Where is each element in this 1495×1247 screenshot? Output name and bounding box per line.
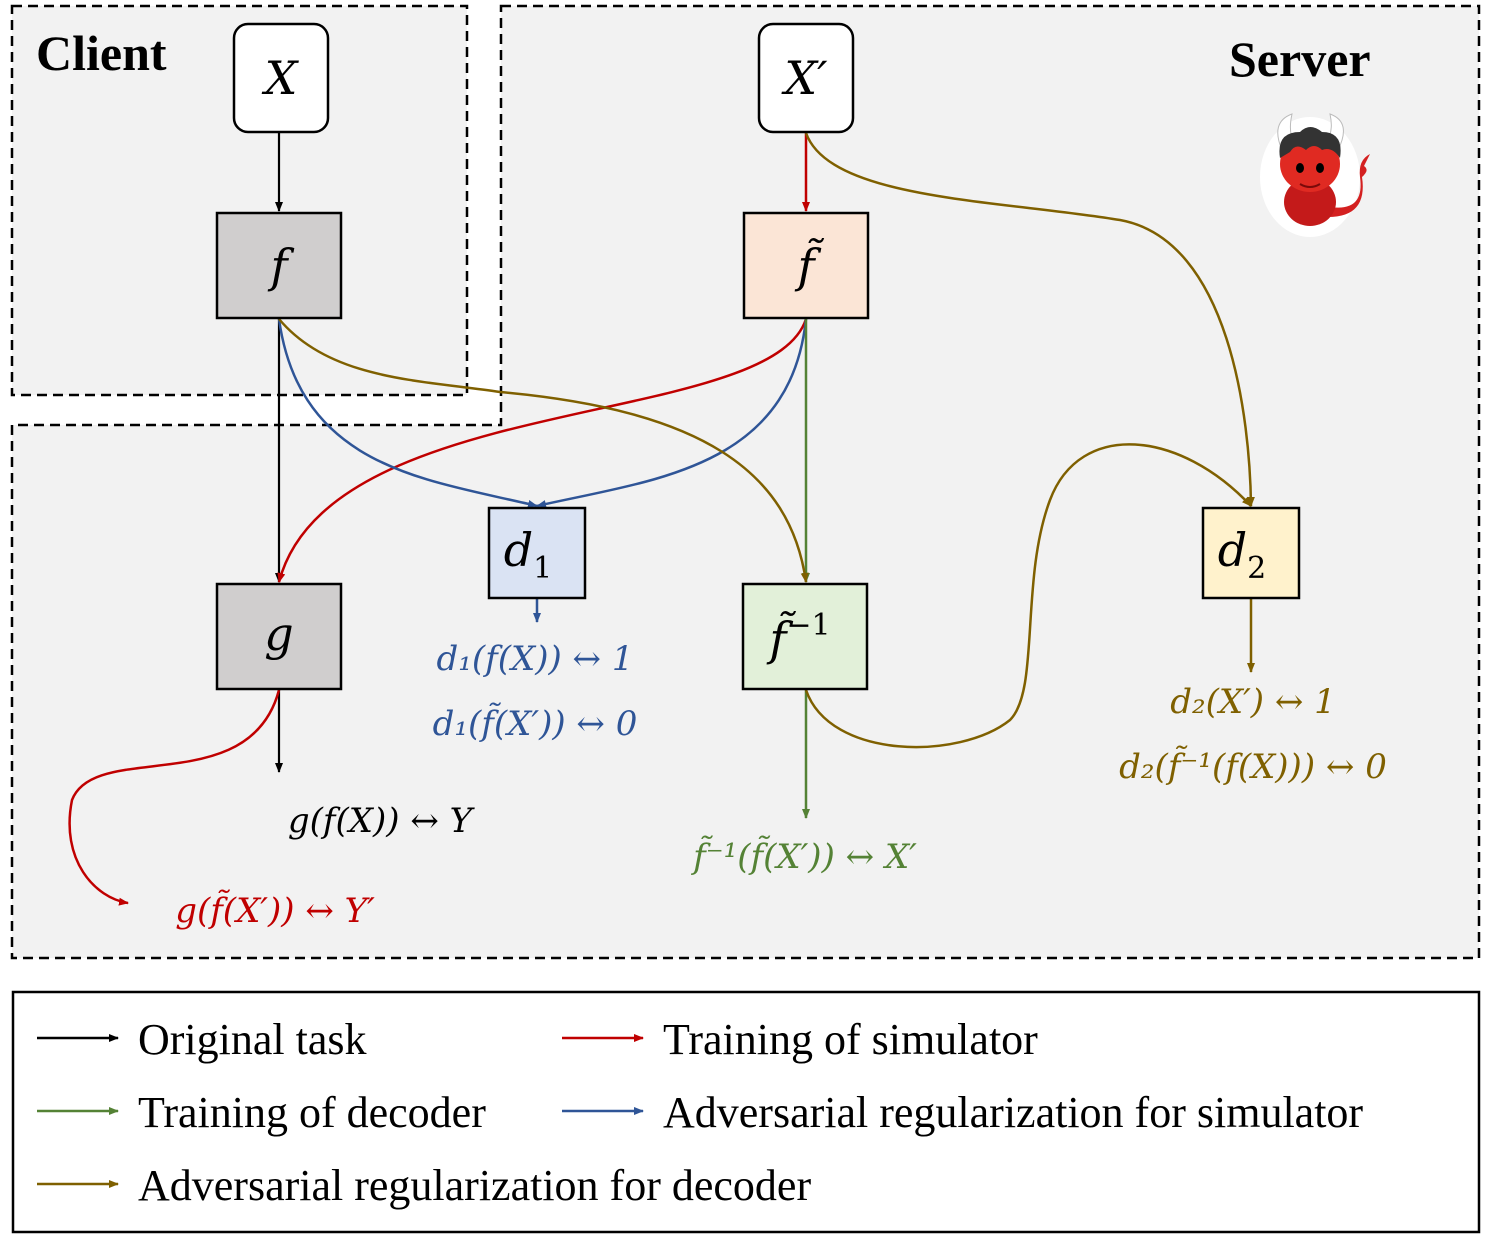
legend-item-adv-simulator: Adversarial regularization for simulator [562, 1088, 1363, 1137]
svg-text:Adversarial regularization for: Adversarial regularization for decoder [138, 1161, 811, 1210]
legend: Original task Training of simulator Trai… [11, 990, 1481, 1234]
svg-text:Training of simulator: Training of simulator [663, 1015, 1038, 1064]
devil-icon [1260, 113, 1370, 237]
svg-text:Original task: Original task [138, 1015, 367, 1064]
legend-item-adv-decoder: Adversarial regularization for decoder [37, 1161, 811, 1210]
svg-text:Training of decoder: Training of decoder [138, 1088, 486, 1137]
svg-text:X: X [262, 51, 300, 105]
node-f: f [215, 211, 343, 320]
svg-text:g: g [264, 607, 293, 661]
arrow-f-to-finv [278, 318, 809, 583]
legend-item-training-decoder: Training of decoder [37, 1088, 486, 1137]
node-x: X [232, 22, 330, 134]
expr-original-task: g(f(X)) ↔ Y [288, 801, 476, 841]
server-region [10, 4, 1481, 960]
arrows-adv-simulator [277, 318, 808, 623]
arrows-simulator [68, 133, 810, 906]
arrow-ftilde-to-d1 [536, 318, 808, 508]
node-f-inverse: f̃−1 [741, 582, 869, 691]
legend-item-training-simulator: Training of simulator [562, 1015, 1038, 1064]
legend-item-original-task: Original task [37, 1015, 367, 1064]
expr-d1-fake: d₁(f̃(X′)) ↔ 0 [433, 703, 638, 744]
arrow-f-to-d1 [277, 318, 538, 508]
arrow-xprime-to-d2 [804, 132, 1255, 507]
expr-simulator: g(f̃(X′)) ↔ Y′ [175, 890, 375, 931]
svg-text:d1: d1 [504, 523, 553, 586]
expr-d2-fake: d₂(f̃⁻¹(f(X))) ↔ 0 [1119, 746, 1387, 787]
svg-text:Adversarial regularization for: Adversarial regularization for simulator [663, 1088, 1363, 1137]
arrow-g-to-sim-output [68, 689, 281, 906]
node-x-prime: X′ [757, 22, 855, 134]
client-label: Client [36, 25, 167, 81]
expr-decoder: f̃⁻¹(f̃(X′)) ↔ X′ [690, 836, 917, 877]
arrow-ftilde-to-g [277, 318, 808, 583]
node-f-tilde: f̃ [742, 211, 870, 320]
expr-d2-real: d₂(X′) ↔ 1 [1170, 682, 1336, 722]
node-d1: d1 [487, 506, 587, 600]
node-g: g [215, 582, 343, 691]
svg-text:X′: X′ [781, 51, 828, 105]
server-label: Server [1229, 31, 1371, 87]
node-d2: d2 [1201, 506, 1301, 600]
arrow-finv-to-d2 [804, 443, 1252, 749]
expr-d1-real: d₁(f(X)) ↔ 1 [437, 639, 634, 679]
arrows-adv-decoder [278, 132, 1255, 749]
svg-text:d2: d2 [1218, 523, 1267, 586]
